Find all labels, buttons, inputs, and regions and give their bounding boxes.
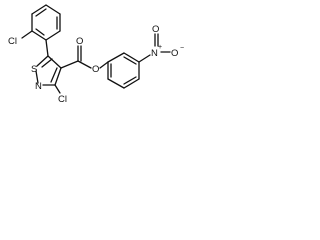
bond xyxy=(138,54,151,63)
bond xyxy=(21,30,33,39)
bond xyxy=(107,52,125,63)
bond xyxy=(123,76,137,85)
bond xyxy=(54,67,62,86)
bond xyxy=(31,30,47,41)
bond xyxy=(60,60,79,69)
bond xyxy=(107,78,125,89)
ester-group xyxy=(60,45,109,69)
bond xyxy=(35,8,47,17)
atom-o-nitro-top: O xyxy=(152,24,159,35)
nitro-group xyxy=(154,33,171,53)
molecule-diagram: Cl S N Cl O O N + O O − xyxy=(8,4,184,105)
bond xyxy=(36,55,49,67)
atom-cl-ring: Cl xyxy=(58,94,67,105)
atom-o-nitro-right: O xyxy=(171,48,178,59)
atom-n-ring: N xyxy=(35,81,42,92)
atom-s: S xyxy=(31,64,37,75)
atom-n-nitro: N xyxy=(151,48,158,59)
bond xyxy=(54,84,61,94)
charge-plus: + xyxy=(158,44,162,51)
chemical-structure-canvas: Cl S N Cl O O N + O O − xyxy=(0,0,194,110)
bond xyxy=(47,55,62,69)
bond xyxy=(123,56,137,65)
isothiazole-ring xyxy=(35,55,62,94)
atom-o-ester: O xyxy=(92,64,99,75)
bond xyxy=(45,4,61,15)
bond xyxy=(99,61,109,69)
bond xyxy=(41,58,53,68)
bond xyxy=(123,52,140,63)
bond xyxy=(50,67,58,83)
charge-minus: − xyxy=(180,45,184,52)
bond xyxy=(77,60,92,69)
chlorophenyl-ring xyxy=(21,4,61,57)
bond xyxy=(123,78,140,89)
bond xyxy=(31,4,47,15)
atom-o-carbonyl: O xyxy=(76,36,83,47)
bond xyxy=(45,30,61,41)
atom-cl-phenyl: Cl xyxy=(8,36,17,47)
bond xyxy=(35,70,39,84)
bond xyxy=(35,28,45,36)
bond xyxy=(45,39,49,57)
nitrophenyl-ring xyxy=(107,52,151,89)
